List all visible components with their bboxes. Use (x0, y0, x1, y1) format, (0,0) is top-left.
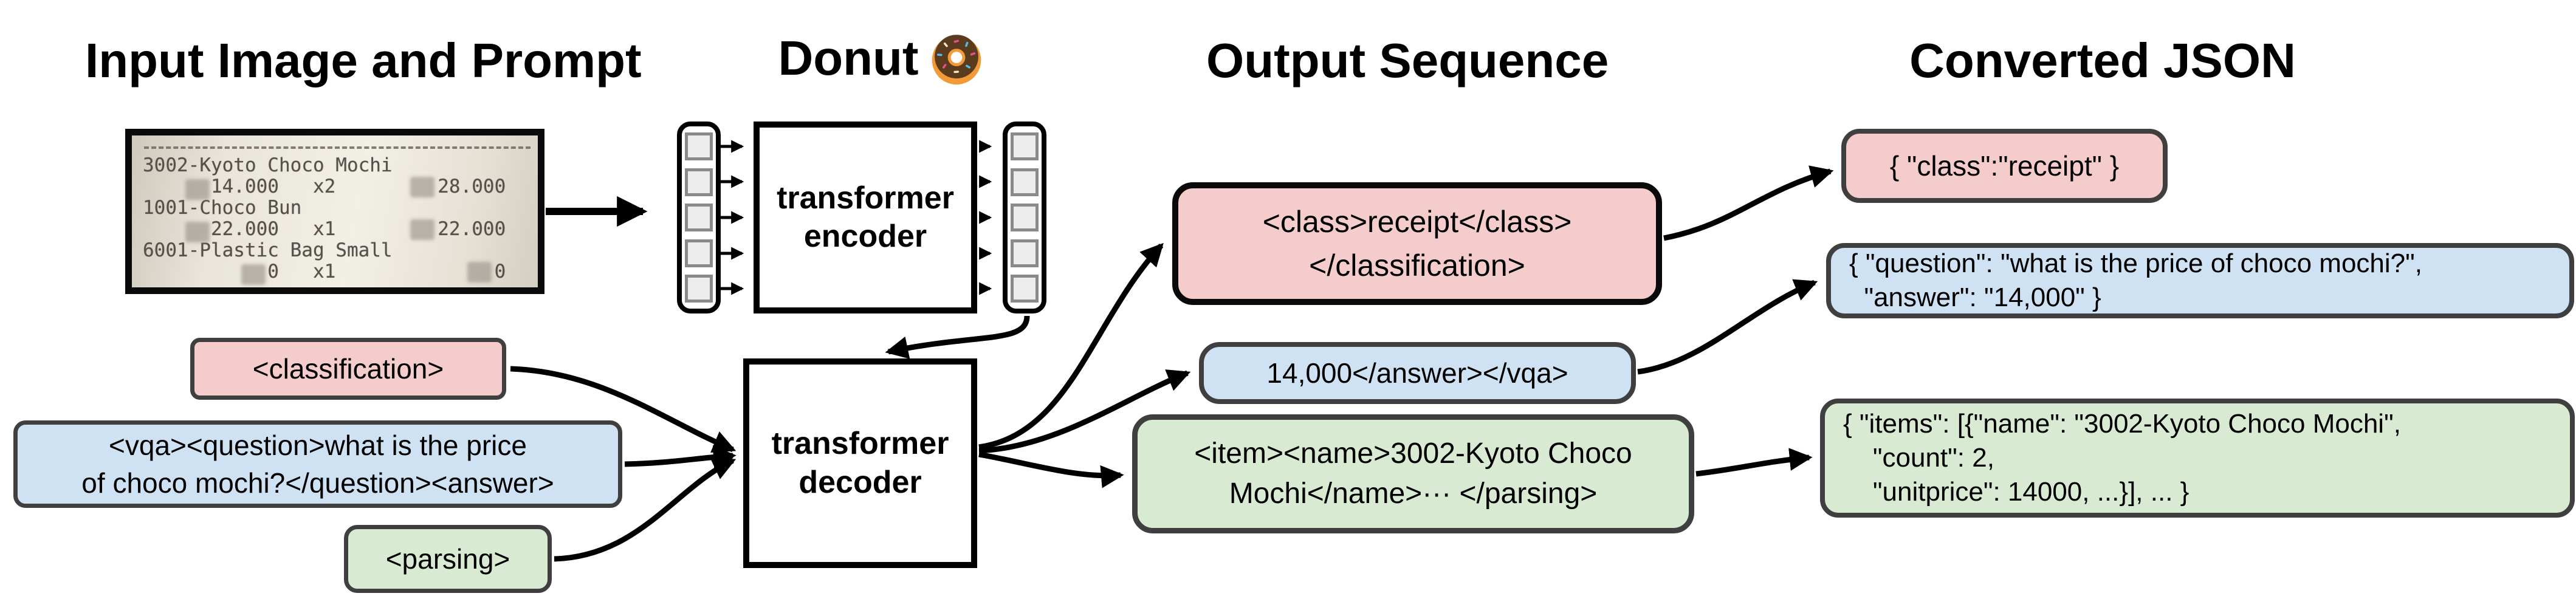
redaction-patch (410, 177, 434, 197)
patch-token (685, 204, 713, 231)
transformer-decoder-block: transformer decoder (743, 358, 977, 568)
json-vqa-line: { "question": "what is the price of choc… (1849, 248, 2422, 278)
arrow-embeddings-to-decoder (885, 315, 1030, 359)
output-classification-line: <class>receipt</class> (1262, 205, 1572, 239)
receipt-line: 0 x1 0 (143, 261, 506, 283)
header-input-image-and-prompt: Input Image and Prompt (85, 33, 642, 87)
output-parsing-line: Mochi</name>··· </parsing> (1229, 478, 1598, 510)
prompt-vqa: <vqa><question>what is the price of choc… (13, 420, 622, 508)
header-output-sequence: Output Sequence (1206, 33, 1609, 87)
input-patch-token-column (677, 122, 721, 313)
json-parsing: { "items": [{"name": "3002-Kyoto Choco M… (1820, 399, 2575, 518)
prompt-vqa-line: of choco mochi?</question><answer> (81, 467, 554, 499)
arrow-output-to-json-vqa (1637, 279, 1818, 375)
arrow-prompt-vqa-to-decoder (624, 445, 737, 468)
embedding-token (1011, 132, 1039, 160)
json-classification: { "class":"receipt" } (1841, 129, 2168, 203)
output-sequence-vqa: 14,000</answer></vqa> (1199, 342, 1636, 404)
redaction-patch (185, 179, 210, 200)
output-sequence-parsing: <item><name>3002-Kyoto Choco Mochi</name… (1132, 414, 1694, 533)
header-converted-json: Converted JSON (1909, 33, 2296, 87)
arrow-decoder-to-output-parsing (978, 451, 1124, 488)
redaction-patch (185, 222, 210, 242)
receipt-divider (144, 146, 531, 149)
arrow-decoder-to-output-vqa (978, 369, 1191, 454)
arrow-output-to-json-parsing (1695, 448, 1813, 477)
redaction-patch (467, 262, 492, 283)
embedding-token (1011, 204, 1039, 231)
redaction-patch (241, 264, 266, 285)
receipt-line: 6001-Plastic Bag Small (143, 239, 393, 261)
encoder-embedding-column (1003, 122, 1046, 313)
arrow-decoder-to-output-classification (978, 242, 1164, 450)
header-donut: Donut (766, 29, 997, 87)
embedding-token (1011, 275, 1039, 303)
patch-token (685, 168, 713, 196)
json-vqa: { "question": "what is the price of choc… (1826, 243, 2574, 318)
prompt-vqa-line: <vqa><question>what is the price (109, 430, 527, 461)
embedding-token (1011, 168, 1039, 196)
prompt-classification: <classification> (190, 338, 506, 400)
prompt-parsing: <parsing> (344, 525, 552, 593)
receipt-line: 14.000 x2 28.000 (143, 176, 506, 197)
json-vqa-line: "answer": "14,000" } (1849, 283, 2101, 312)
receipt-line: 22.000 x1 22.000 (143, 218, 506, 240)
patch-token (685, 239, 713, 267)
json-parsing-line: "count": 2, (1843, 443, 1994, 473)
json-parsing-line: "unitprice": 14000, ...}], ... } (1843, 477, 2190, 507)
receipt-line: 3002-Kyoto Choco Mochi (143, 154, 393, 176)
redaction-patch (410, 219, 434, 240)
transformer-encoder-block: transformer encoder (754, 122, 977, 313)
receipt-line: 1001-Choco Bun (143, 197, 302, 219)
patch-token (685, 275, 713, 303)
donut-icon (932, 35, 981, 85)
receipt-divider (144, 289, 531, 291)
json-parsing-line: { "items": [{"name": "3002-Kyoto Choco M… (1843, 409, 2401, 439)
arrow-prompt-parsing-to-decoder (554, 457, 737, 562)
input-receipt-image: 3002-Kyoto Choco Mochi 14.000 x2 28.000 … (125, 129, 544, 294)
header-donut-label: Donut (778, 31, 919, 85)
arrow-output-to-json-classification (1663, 165, 1834, 241)
output-parsing-line: <item><name>3002-Kyoto Choco (1194, 437, 1632, 470)
embedding-token (1011, 239, 1039, 267)
arrow-prompt-classification-to-decoder (510, 366, 737, 453)
patch-token (685, 132, 713, 160)
output-classification-line: </classification> (1309, 248, 1525, 283)
output-sequence-classification: <class>receipt</class> </classification> (1172, 182, 1662, 305)
